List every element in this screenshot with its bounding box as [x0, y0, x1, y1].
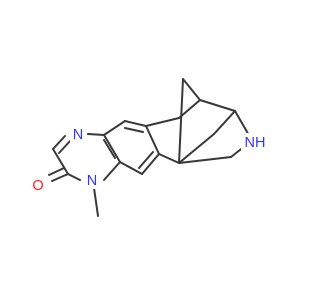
- molecule-structure: N N O NH: [32, 78, 266, 217]
- bond-c10a-c10b: [158, 153, 180, 164]
- bond-c11-nh: [234, 110, 251, 138]
- bond-c10b-c9: [178, 78, 184, 164]
- bond-c2-c3: [52, 148, 69, 175]
- bond-c4a-c8a: [103, 134, 121, 163]
- bond-c10a-c10-inner: [138, 151, 154, 169]
- bond-n1-c2-inner: [58, 139, 72, 154]
- carbonyl-oxygen-label: O: [32, 178, 43, 194]
- amide-nitrogen-label: N: [87, 173, 97, 189]
- bond-c8a-c8: [103, 120, 126, 136]
- bond-c9-c7: [182, 78, 201, 101]
- bond-c8-c7a: [124, 120, 147, 127]
- bond-c7a-c7: [145, 117, 180, 127]
- bond-c10b-c12: [178, 156, 232, 164]
- imine-nitrogen-label: N: [73, 127, 83, 143]
- bond-c7a-c10a: [145, 125, 160, 155]
- bond-c7-c6: [178, 99, 201, 119]
- bond-c8-c7a-inner: [124, 127, 144, 133]
- bond-n1-c2-double: [52, 135, 66, 150]
- bond-c3-n4: [67, 173, 81, 181]
- bond-c8a-n1: [87, 133, 105, 136]
- bond-n4-c4a: [103, 161, 121, 181]
- bond-c3-o-inner: [48, 167, 65, 176]
- bond-c3-o: [51, 173, 69, 182]
- bond-c10a-c10: [141, 153, 160, 175]
- bond-c5-c11: [213, 110, 236, 135]
- bond-c4a-c8a-inner: [103, 139, 116, 159]
- amine-nitrogen-label: NH: [245, 135, 266, 151]
- bond-c11-c10a-bridge: [178, 133, 215, 164]
- bond-n4-methyl: [93, 187, 99, 217]
- bond-c6-c5: [199, 99, 236, 112]
- bond-c10-c4a: [119, 161, 143, 175]
